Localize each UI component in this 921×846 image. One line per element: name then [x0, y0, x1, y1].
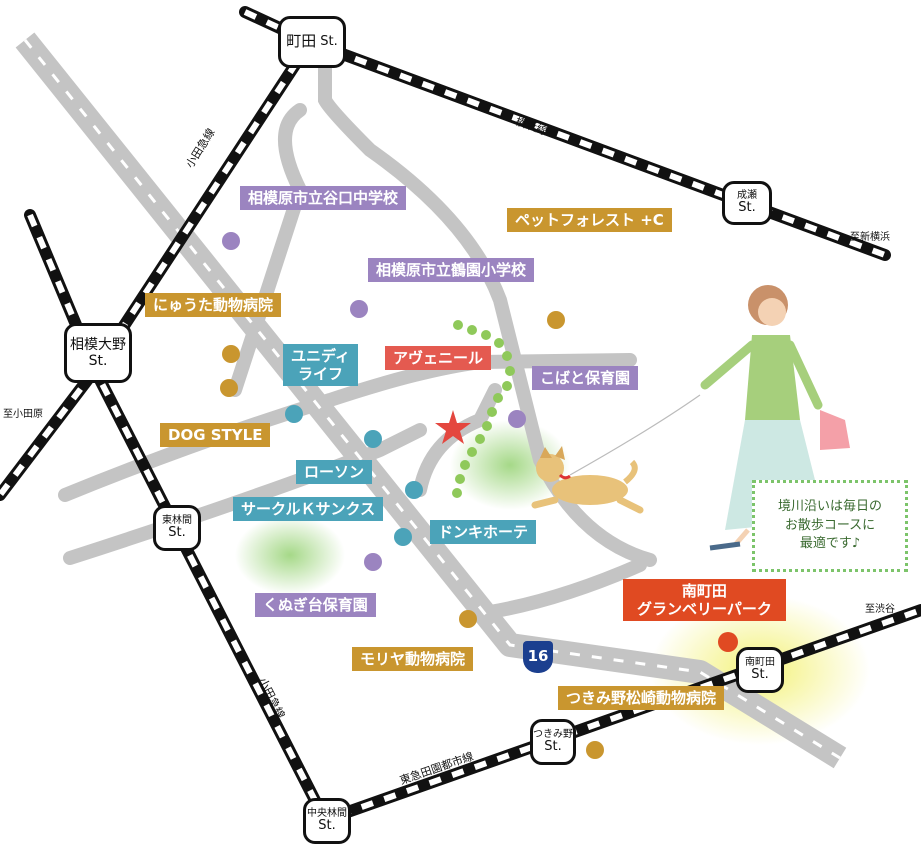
- station-suffix: St.: [318, 818, 336, 834]
- marker-lawson[interactable]: [364, 430, 382, 448]
- label-circle-k[interactable]: サークルＫサンクス: [233, 497, 384, 521]
- label-tsukimino-matsuzaki[interactable]: つきみ野松崎動物病院: [558, 686, 725, 710]
- label-line: グランベリーパーク: [637, 600, 772, 618]
- label-avenir[interactable]: アヴェニール: [385, 346, 492, 370]
- label-kunugidai[interactable]: くぬぎ台保育園: [255, 593, 376, 617]
- direction-odawara: 至小田原: [3, 409, 43, 420]
- direction-shin-yokohama: 至新横浜: [850, 232, 890, 243]
- marker-dog-style[interactable]: [220, 379, 238, 397]
- walking-path-dots: [452, 320, 515, 498]
- route-16-shield: 16: [523, 641, 553, 673]
- station-suffix: St.: [168, 525, 186, 541]
- marker-circle-k[interactable]: [394, 528, 412, 546]
- label-kobato[interactable]: こばと保育園: [532, 366, 639, 390]
- marker-grandberry-park[interactable]: [718, 632, 738, 652]
- label-pet-forest[interactable]: ペットフォレスト +C: [507, 208, 672, 232]
- label-moriya[interactable]: モリヤ動物病院: [352, 647, 474, 671]
- station-suffix: St.: [544, 739, 562, 755]
- marker-tsukimino-matsuzaki[interactable]: [586, 741, 604, 759]
- marker-taniguchi-jhs[interactable]: [222, 232, 240, 250]
- marker-nyuta[interactable]: [222, 345, 240, 363]
- marker-kobato[interactable]: [508, 410, 526, 428]
- station-suffix: St.: [88, 353, 108, 369]
- station-name: 南町田: [745, 656, 775, 668]
- dog-illustration: [531, 446, 644, 514]
- label-grandberry-park[interactable]: 南町田グランベリーパーク: [623, 579, 786, 621]
- note-line: 境川沿いは毎日の: [777, 498, 882, 514]
- station-name: つきみ野: [533, 728, 573, 740]
- direction-shibuya: 至渋谷: [865, 604, 895, 615]
- label-donki[interactable]: ドンキホーテ: [430, 520, 537, 544]
- label-line: ライフ: [297, 365, 343, 383]
- station-name: 町田: [286, 32, 317, 51]
- marker-donki[interactable]: [405, 481, 423, 499]
- station-suffix: St.: [320, 33, 338, 49]
- station-name: 相模大野: [70, 336, 126, 353]
- marker-kunugidai[interactable]: [364, 553, 382, 571]
- station-suffix: St.: [751, 667, 769, 683]
- route-16-road: [15, 32, 847, 769]
- station-name: 東林間: [162, 514, 192, 526]
- station-name: 成瀬: [737, 189, 757, 201]
- road: [483, 558, 647, 619]
- station-name: 中央林間: [307, 807, 347, 819]
- label-unidy[interactable]: ユニディライフ: [283, 344, 358, 386]
- road: [413, 383, 502, 497]
- marker-pet-forest[interactable]: [547, 311, 565, 329]
- marker-moriya[interactable]: [459, 610, 477, 628]
- label-taniguchi-jhs[interactable]: 相模原市立谷口中学校: [240, 186, 407, 210]
- road: [318, 48, 657, 567]
- marker-tsurunosono-es[interactable]: [350, 300, 368, 318]
- avenir-star-icon: [435, 410, 471, 444]
- label-tsurunosono-es[interactable]: 相模原市立鶴園小学校: [368, 258, 535, 282]
- label-lawson[interactable]: ローソン: [296, 460, 373, 484]
- marker-unidy[interactable]: [285, 405, 303, 423]
- note-line: お散歩コースに: [784, 517, 876, 533]
- label-line: ユニディ: [291, 347, 350, 365]
- station-suffix: St.: [738, 200, 756, 216]
- note-line: 最適です♪: [799, 536, 861, 552]
- label-line: 南町田: [681, 582, 727, 600]
- park-green-area: [235, 515, 345, 595]
- label-dog-style[interactable]: DOG STYLE: [160, 423, 271, 447]
- label-nyuta[interactable]: にゅうた動物病院: [145, 293, 282, 317]
- walking-note: 境川沿いは毎日の お散歩コースに 最適です♪: [752, 480, 908, 572]
